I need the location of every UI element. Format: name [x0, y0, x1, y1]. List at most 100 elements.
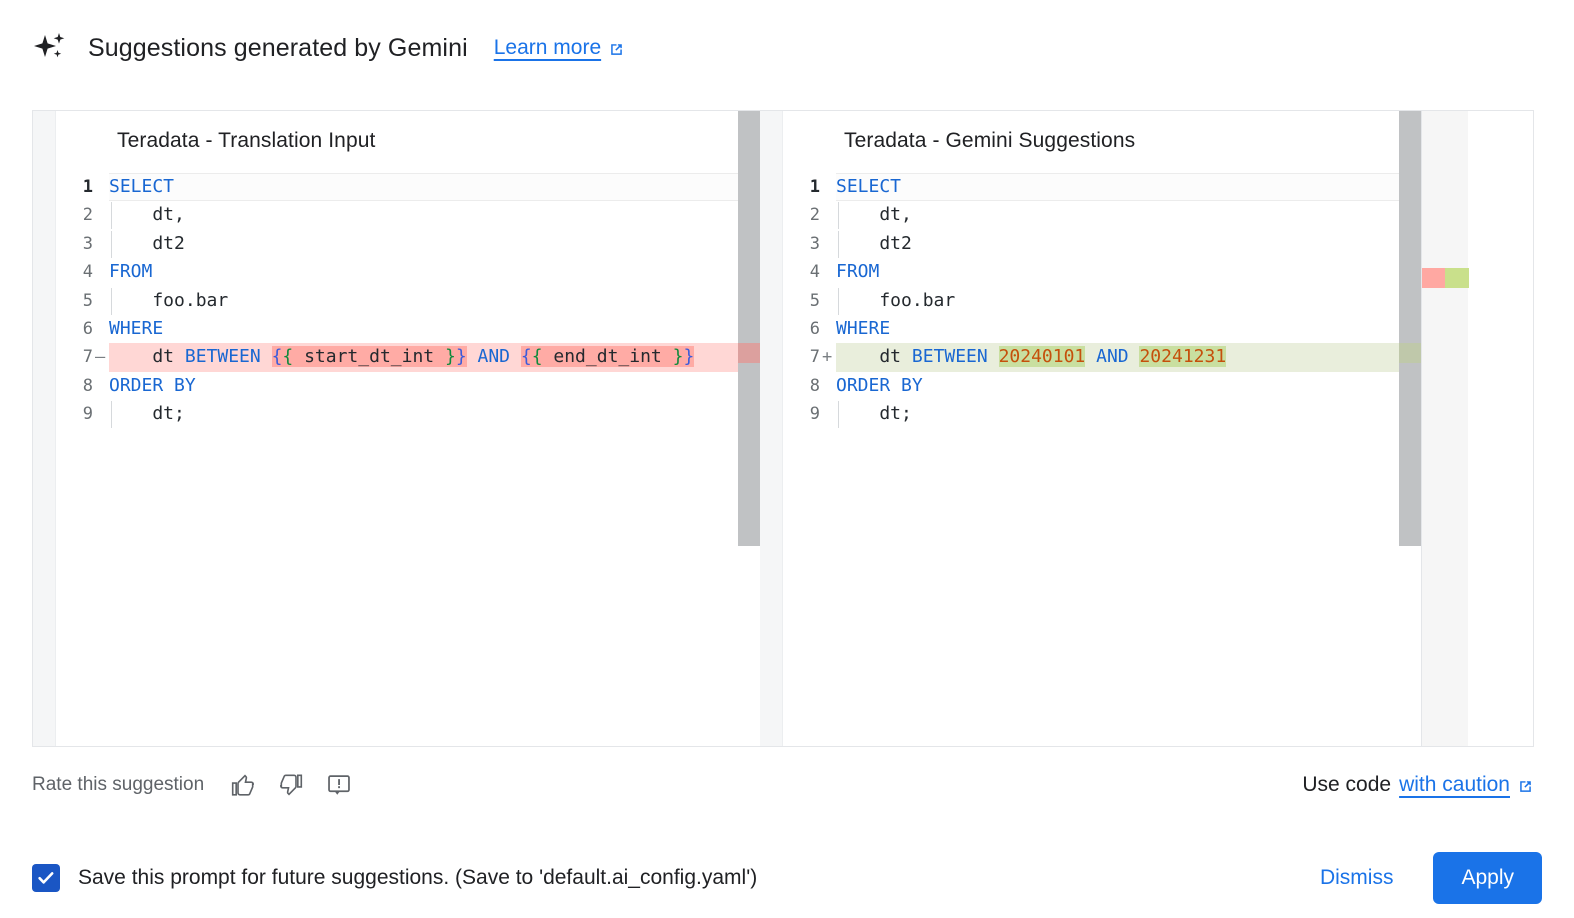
- with-caution-link[interactable]: with caution: [1399, 773, 1534, 797]
- apply-button[interactable]: Apply: [1433, 852, 1542, 904]
- dismiss-button[interactable]: Dismiss: [1306, 856, 1408, 900]
- thumb-up-icon[interactable]: [230, 772, 256, 798]
- code-token: [467, 346, 478, 367]
- code-token: FROM: [109, 261, 153, 283]
- save-prompt-checkbox[interactable]: [32, 864, 60, 892]
- code-text: SELECT: [109, 173, 760, 201]
- code-line[interactable]: 5 foo.bar: [33, 287, 760, 315]
- code-text: FROM: [109, 258, 760, 286]
- code-line[interactable]: 3 dt2: [760, 230, 1468, 258]
- code-token: AND: [1096, 346, 1129, 368]
- code-token: 20241231: [1139, 346, 1227, 368]
- line-number: 6: [809, 318, 820, 339]
- line-number: 7: [82, 347, 93, 368]
- learn-more-label: Learn more: [493, 36, 602, 59]
- code-line[interactable]: 6 WHERE: [33, 315, 760, 343]
- code-line[interactable]: 6 WHERE: [760, 315, 1468, 343]
- action-footer: Save this prompt for future suggestions.…: [0, 838, 1574, 918]
- code-token: foo.bar: [109, 289, 229, 311]
- code-token: dt: [836, 346, 912, 368]
- code-token: [261, 346, 272, 367]
- code-text: WHERE: [836, 315, 1468, 343]
- code-line[interactable]: 9 dt;: [33, 400, 760, 429]
- save-prompt-label: Save this prompt for future suggestions.…: [78, 866, 758, 889]
- code-line[interactable]: 5 foo.bar: [760, 287, 1468, 315]
- overview-ruler[interactable]: [1421, 111, 1469, 746]
- code-text: dt2: [109, 230, 760, 258]
- indent-guide: [111, 230, 112, 258]
- code-text: dt,: [836, 201, 1468, 229]
- code-token: WHERE: [836, 317, 891, 339]
- suggestions-header: Suggestions generated by Gemini Learn mo…: [0, 0, 1574, 96]
- code-token: 20240101: [998, 346, 1086, 368]
- left-pane-title: Teradata - Translation Input: [117, 129, 376, 152]
- code-text: dt;: [836, 400, 1468, 428]
- code-text: dt;: [109, 400, 760, 428]
- code-line[interactable]: 2 dt,: [760, 201, 1468, 230]
- code-token: end_dt_int: [542, 346, 673, 368]
- indent-guide: [111, 202, 112, 230]
- overview-added-marker: [1445, 268, 1469, 288]
- line-number: 5: [809, 290, 820, 311]
- code-token: dt: [109, 346, 185, 368]
- footer-buttons: Dismiss Apply: [1306, 852, 1542, 904]
- line-number: 9: [82, 404, 93, 425]
- code-token: BETWEEN: [184, 346, 261, 368]
- code-text: foo.bar: [836, 287, 1468, 315]
- right-scrollbar[interactable]: [1399, 111, 1421, 746]
- right-added-marker: [1399, 343, 1421, 363]
- report-feedback-icon[interactable]: [326, 772, 352, 798]
- left-scrollbar-thumb[interactable]: [738, 111, 760, 546]
- page-title: Suggestions generated by Gemini: [88, 33, 468, 62]
- line-number: 4: [82, 262, 93, 283]
- indent-guide: [838, 230, 839, 258]
- thumb-down-icon[interactable]: [278, 772, 304, 798]
- code-text: dt BETWEEN 20240101 AND 20241231: [836, 343, 1468, 371]
- left-deleted-marker: [738, 343, 760, 363]
- indent-guide: [838, 287, 839, 315]
- code-line[interactable]: 4 FROM: [33, 258, 760, 286]
- code-token: FROM: [836, 261, 880, 283]
- line-number: 1: [809, 177, 820, 197]
- left-edge-strip: [33, 111, 56, 746]
- code-text: dt,: [109, 201, 760, 229]
- current-line-highlight: [836, 173, 1446, 202]
- line-number: 7: [809, 347, 820, 368]
- code-text: FROM: [836, 258, 1468, 286]
- left-scrollbar[interactable]: [738, 111, 760, 746]
- indent-guide: [111, 401, 112, 429]
- external-link-icon: [1517, 777, 1534, 794]
- right-scrollbar-thumb[interactable]: [1399, 111, 1421, 546]
- code-token: dt,: [836, 204, 912, 226]
- code-line[interactable]: 2 dt,: [33, 201, 760, 230]
- code-token: dt2: [109, 232, 185, 254]
- code-token: foo.bar: [836, 289, 956, 311]
- code-line[interactable]: 9 dt;: [760, 400, 1468, 429]
- line-number: 2: [809, 205, 820, 226]
- line-number: 6: [82, 318, 93, 339]
- learn-more-link[interactable]: Learn more: [494, 36, 625, 60]
- external-link-icon: [608, 40, 625, 57]
- diff-sign: —: [95, 347, 106, 368]
- code-text: ORDER BY: [109, 372, 760, 400]
- code-token: }: [444, 346, 456, 368]
- code-line[interactable]: 3 dt2: [33, 230, 760, 258]
- code-line[interactable]: 7— dt BETWEEN {{ start_dt_int }} AND {{ …: [33, 343, 760, 372]
- code-text: WHERE: [109, 315, 760, 343]
- code-token: [1129, 346, 1140, 367]
- code-text: dt BETWEEN {{ start_dt_int }} AND {{ end…: [109, 343, 760, 371]
- code-token: AND: [477, 346, 511, 368]
- code-token: dt;: [109, 403, 185, 425]
- code-line[interactable]: 7+ dt BETWEEN 20240101 AND 20241231: [760, 343, 1468, 372]
- code-text: ORDER BY: [836, 372, 1468, 400]
